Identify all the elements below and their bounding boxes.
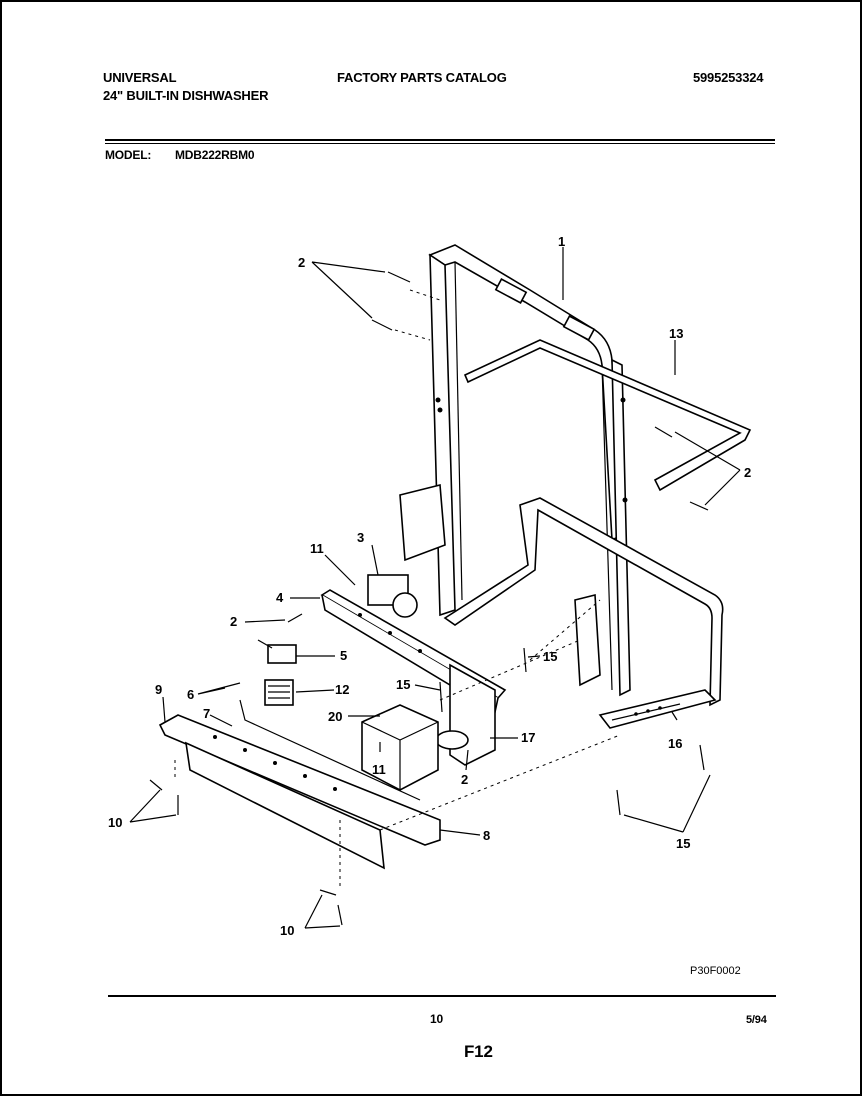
- figure-label: F12: [464, 1042, 493, 1061]
- brace-bar: [463, 339, 752, 492]
- product-title: 24" BUILT-IN DISHWASHER: [103, 88, 269, 103]
- callout-2-left: 2: [230, 614, 237, 629]
- transformer-box: [361, 704, 439, 791]
- callout-2-right: 2: [744, 465, 751, 480]
- drawing-code: P30F0002: [690, 965, 741, 977]
- callout-7: 7: [203, 706, 210, 721]
- assembly-guides: [174, 289, 621, 890]
- catalog-number: 5995253324: [693, 70, 764, 85]
- callout-9: 9: [155, 682, 162, 697]
- callout-15-right: 15: [676, 836, 690, 851]
- page-number: 10: [430, 1012, 443, 1026]
- model-label: MODEL:: [105, 148, 152, 162]
- model-value: MDB222RBM0: [175, 148, 255, 162]
- frame-assembly: [428, 244, 631, 697]
- switch-components: [257, 639, 297, 706]
- screws: [149, 271, 709, 926]
- callout-11-top: 11: [310, 541, 324, 556]
- callout-5: 5: [340, 648, 347, 663]
- callout-2-bottom: 2: [461, 772, 468, 787]
- header-rule-top: [105, 139, 775, 141]
- callout-15-center: 15: [543, 649, 557, 664]
- bracket: [367, 483, 601, 687]
- leader-lines: [129, 247, 741, 929]
- toe-panel: [158, 699, 441, 870]
- callout-16: 16: [668, 736, 682, 751]
- callout-1: 1: [558, 234, 565, 249]
- callout-10-left: 10: [108, 815, 122, 830]
- callout-4: 4: [276, 590, 284, 605]
- callout-10-bottom: 10: [280, 923, 294, 938]
- callout-8: 8: [483, 828, 490, 843]
- callout-12: 12: [335, 682, 349, 697]
- lower-frame: [443, 497, 724, 729]
- revision-date: 5/94: [746, 1014, 767, 1026]
- callout-11-bottom: 11: [372, 762, 386, 777]
- header-rule-bottom: [105, 143, 775, 144]
- footer-rule: [108, 995, 776, 997]
- junction-box: [435, 663, 496, 766]
- callout-20: 20: [328, 709, 342, 724]
- callout-17: 17: [521, 730, 535, 745]
- catalog-title: FACTORY PARTS CATALOG: [337, 70, 507, 85]
- callout-13: 13: [669, 326, 683, 341]
- callout-3: 3: [357, 530, 364, 545]
- callout-2-top: 2: [298, 255, 305, 270]
- brand-title: UNIVERSAL: [103, 70, 177, 85]
- callout-15-mid: 15: [396, 677, 410, 692]
- callout-6: 6: [187, 687, 194, 702]
